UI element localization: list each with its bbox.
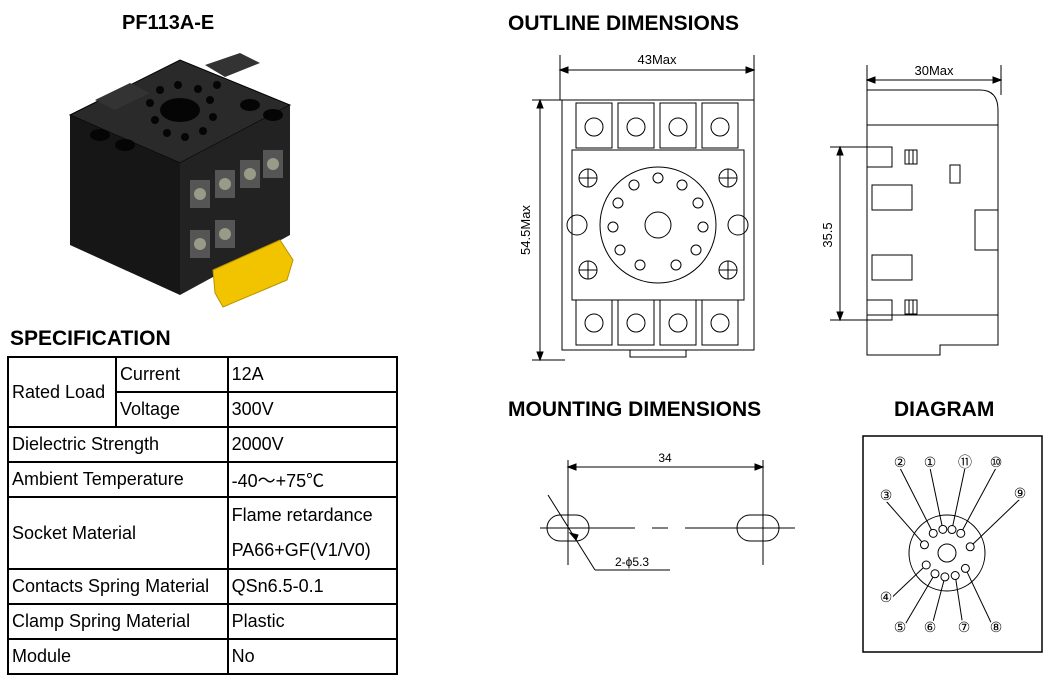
spec-row-module: Module No (7, 638, 399, 675)
spec-label: Dielectric Strength (7, 426, 229, 463)
spec-value: Plastic (226, 603, 399, 640)
diagram-pin-label-bg (958, 455, 972, 469)
outline-side-height-label: 35.5 (820, 222, 835, 247)
diagram-pin-label: ② (894, 454, 907, 470)
outline-front-view: 43Max 54.5Max (518, 52, 756, 362)
wiring-diagram: ① ② ③ ④⑤ ⑥ ⑦ ⑧ ⑨⑩ ⑪ (862, 435, 1043, 653)
diagram-pin-label-bg (879, 488, 893, 502)
diagram-pin-label-bg (893, 455, 907, 469)
product-photo (68, 53, 294, 308)
diagram-pin-label: ⑥ (924, 619, 937, 635)
diagram-pin-label: ⑧ (990, 619, 1003, 635)
diagram-pin-hole (960, 563, 970, 573)
diagram-pin-label: ⑨ (1014, 485, 1027, 501)
diagram-pin-label-bg (989, 620, 1003, 634)
diagram-pin-hole (950, 571, 960, 581)
diagram-pin-hole (921, 560, 931, 570)
specification-table: Rated Load Current 12A Voltage 300V Diel… (7, 356, 399, 675)
diagram-pin-hole (919, 540, 929, 550)
spec-value-line: PA66+GF(V1/V0) (231, 540, 371, 560)
diagram-wire (899, 467, 934, 534)
diagram-pin-label-bg (957, 620, 971, 634)
front-view-center-key (644, 211, 672, 239)
socket-center-hole (160, 98, 200, 122)
diagram-pin-label: ③ (880, 487, 893, 503)
diagram-pin-label: ⑦ (958, 619, 971, 635)
diagram-wire (951, 467, 966, 530)
diagram-pin-hole (965, 542, 975, 552)
spec-value: QSn6.5-0.1 (226, 568, 399, 605)
diagram-pin-label: ⑪ (958, 454, 972, 470)
spec-value: 2000V (226, 426, 399, 463)
diagram-pin-label-bg (893, 620, 907, 634)
spec-value: -40～+75℃ (226, 461, 399, 498)
mounting-dimensions-title: MOUNTING DIMENSIONS (508, 398, 762, 421)
mounting-hole-right (736, 514, 780, 542)
spec-value-current: 12A (226, 356, 399, 393)
diagram-wire (969, 498, 1021, 548)
diagram-pin-hole (940, 572, 950, 582)
terminal-screws (190, 150, 283, 258)
spec-row-contacts-spring: Contacts Spring Material QSn6.5-0.1 (7, 568, 399, 605)
yellow-clip (212, 239, 294, 308)
front-view-pin-circles (607, 172, 709, 271)
diagram-pin-label-bg (989, 455, 1003, 469)
spec-row-voltage: Voltage 300V (8, 391, 399, 428)
diagram-wire (885, 500, 925, 546)
spec-label-voltage: Voltage (114, 391, 229, 428)
diagram-pin-label: ④ (880, 589, 893, 605)
diagram-wire (960, 467, 997, 534)
diagram-pin-label-bg (923, 455, 937, 469)
diagram-pin-label-bg (1013, 486, 1027, 500)
spec-row-socket-material: Socket Material Flame retardance PA66+GF… (7, 496, 399, 570)
spec-label: Socket Material (7, 496, 229, 570)
diagram-socket (908, 514, 986, 592)
diagram-pin-hole (956, 528, 966, 538)
outline-side-view: 30Max 35.5 (820, 63, 1003, 356)
diagram-title: DIAGRAM (894, 398, 995, 421)
outline-dimensions-title: OUTLINE DIMENSIONS (508, 12, 740, 35)
diagram-pin-label: ① (924, 454, 937, 470)
mounting-drawing: 34 2-ϕ5.3 (540, 451, 795, 571)
diagram-pin-hole (938, 524, 948, 534)
spec-label: Module (7, 638, 229, 675)
diagram-pin-hole (930, 569, 940, 579)
front-view-screws (578, 117, 738, 333)
diagram-center-key (937, 543, 957, 563)
spec-row-current: Rated Load Current 12A (7, 356, 399, 428)
diagram-wire (929, 467, 944, 530)
spec-value-voltage: 300V (226, 391, 399, 428)
mounting-hole-label: 2-ϕ5.3 (615, 555, 649, 569)
diagram-pin-label: ⑩ (990, 454, 1003, 470)
diagram-pin-hole (928, 528, 938, 538)
mounting-hole-left (546, 514, 590, 542)
spec-label-current: Current (114, 356, 229, 393)
spec-row-temperature: Ambient Temperature -40～+75℃ (7, 461, 399, 498)
outline-width-label: 43Max (637, 52, 677, 67)
outline-depth-label: 30Max (914, 63, 954, 78)
specification-title: SPECIFICATION (10, 327, 171, 350)
spec-row-dielectric: Dielectric Strength 2000V (7, 426, 399, 463)
spec-label: Clamp Spring Material (7, 603, 229, 640)
spec-label: Contacts Spring Material (7, 568, 229, 605)
socket-pin-holes (146, 81, 221, 141)
spec-value: No (226, 638, 399, 675)
spec-row-clamp-spring: Clamp Spring Material Plastic (7, 603, 399, 640)
spec-label-rated-load: Rated Load (7, 356, 117, 428)
product-title: PF113A-E (122, 12, 215, 34)
outline-height-label: 54.5Max (518, 205, 533, 255)
diagram-pin-label-bg (923, 620, 937, 634)
diagram-pin-label-bg (879, 590, 893, 604)
spec-value: Flame retardance PA66+GF(V1/V0) (226, 496, 399, 570)
diagram-pin-hole (947, 525, 957, 535)
spec-value-line: Flame retardance (231, 505, 373, 525)
mounting-spacing-label: 34 (658, 451, 672, 465)
spec-label: Ambient Temperature (7, 461, 229, 498)
diagram-pin-label: ⑤ (894, 619, 907, 635)
